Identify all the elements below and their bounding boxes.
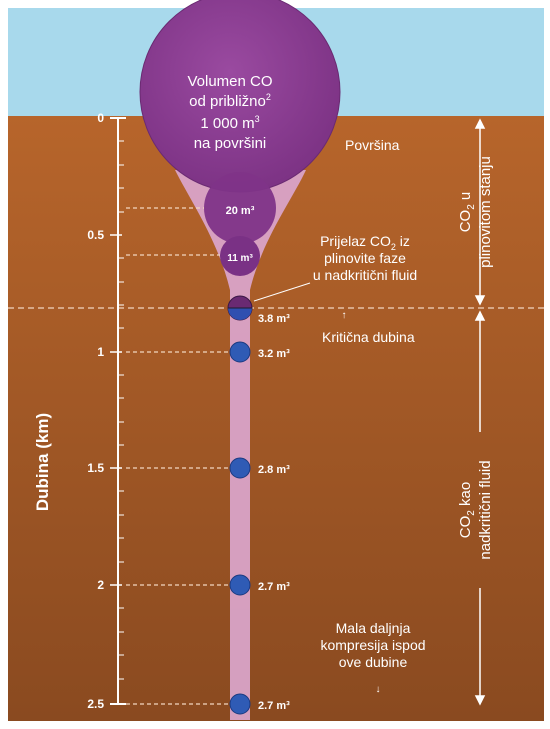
- surface-bubble-text: Volumen CO od približno2 1 000 m3 na pov…: [187, 73, 272, 152]
- little-compression-label: Mala daljnja kompresija ispod ove dubine: [320, 620, 425, 670]
- transition-label: Prijelaz CO2 iz plinovite faze u nadkrit…: [313, 233, 417, 283]
- tick-label-2: 2: [97, 578, 104, 592]
- dot-1-5km: [229, 457, 251, 479]
- tick-label-1: 1: [97, 345, 104, 359]
- tick-label-0-5: 0.5: [87, 228, 104, 242]
- bubble-20: [204, 172, 276, 244]
- surface-label: Površina: [345, 137, 400, 153]
- volume-label-3-8: 3.8 m³: [258, 313, 290, 325]
- svg-text:CO2 u: CO2 u: [457, 192, 477, 233]
- depth-guides: [126, 207, 228, 705]
- svg-text:Mala daljnja: Mala daljnja: [336, 620, 411, 636]
- critical-arrow: ↑: [342, 310, 347, 321]
- svg-text:nadkritični fluid: nadkritični fluid: [477, 460, 494, 559]
- svg-text:Prijelaz CO2 iz: Prijelaz CO2 iz: [320, 233, 410, 252]
- transition-pointer: [253, 282, 311, 302]
- svg-text:Volumen CO: Volumen CO: [187, 73, 272, 90]
- svg-text:od približno2: od približno2: [189, 92, 271, 110]
- svg-text:ove dubine: ove dubine: [339, 654, 408, 670]
- co2-funnel: [175, 170, 306, 720]
- critical-depth-label: Kritična dubina: [322, 329, 415, 345]
- gas-phase-arrow: [474, 118, 486, 306]
- svg-text:plinovitom stanju: plinovitom stanju: [477, 156, 494, 268]
- axis-title: Dubina (km): [33, 413, 52, 511]
- volume-label-11: 11 m³: [227, 253, 253, 264]
- tick-label-0: 0: [97, 111, 104, 125]
- tick-label-1-5: 1.5: [87, 461, 104, 475]
- svg-text:plinovite faze: plinovite faze: [324, 250, 406, 266]
- dot-2km: [229, 574, 251, 596]
- svg-text:1 000 m3: 1 000 m3: [200, 114, 259, 132]
- little-compression-arrow: ↓: [376, 684, 381, 695]
- supercritical-phase-label: CO2 kao nadkritični fluid: [457, 460, 494, 559]
- volume-label-2-8: 2.8 m³: [258, 464, 290, 476]
- depth-axis: [110, 117, 126, 705]
- dot-2-5km: [229, 693, 251, 715]
- volume-label-3-2: 3.2 m³: [258, 348, 290, 360]
- volume-label-2-7-a: 2.7 m³: [258, 581, 290, 593]
- volume-label-2-7-b: 2.7 m³: [258, 700, 290, 712]
- svg-text:u nadkritični fluid: u nadkritični fluid: [313, 267, 417, 283]
- gas-phase-label: CO2 u plinovitom stanju: [457, 156, 494, 268]
- svg-text:na površini: na površini: [194, 135, 267, 152]
- volume-label-20: 20 m³: [226, 205, 255, 217]
- dot-1km: [229, 341, 251, 363]
- svg-text:kompresija ispod: kompresija ispod: [320, 637, 425, 653]
- tick-label-2-5: 2.5: [87, 697, 104, 711]
- supercritical-arrow: [474, 310, 486, 706]
- svg-text:CO2 kao: CO2 kao: [457, 482, 477, 538]
- bubble-11: [220, 236, 260, 276]
